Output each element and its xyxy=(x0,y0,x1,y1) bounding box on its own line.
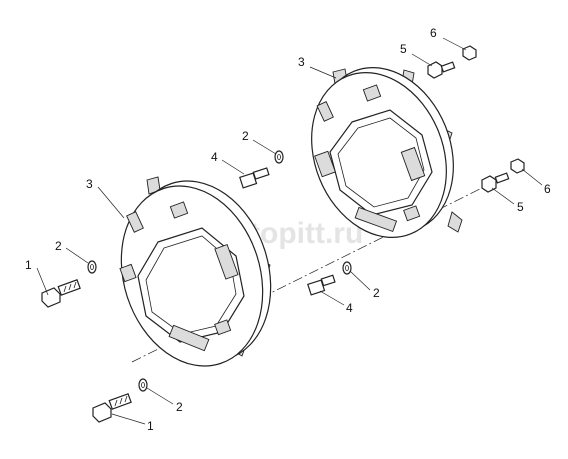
callout-1-bottom: 1 xyxy=(147,419,154,433)
lock-nut-upper xyxy=(462,45,477,61)
cap-screw-lower xyxy=(92,393,132,423)
callout-1-upper: 1 xyxy=(25,258,32,272)
callout-4-lower: 4 xyxy=(346,301,353,315)
callout-3-left: 3 xyxy=(86,177,93,191)
hex-bolt-right xyxy=(481,172,510,193)
flat-washer-upper xyxy=(274,150,284,164)
cap-screw-upper xyxy=(41,279,81,308)
rear-wheel-weight xyxy=(311,67,463,238)
callout-5-right: 5 xyxy=(517,200,524,214)
callout-6-upper: 6 xyxy=(430,26,437,40)
flat-washer-lower xyxy=(342,261,352,275)
callout-4-upper: 4 xyxy=(211,150,218,164)
callout-3-upper: 3 xyxy=(298,55,305,69)
front-wheel-weight xyxy=(119,176,272,367)
callout-2-bottom: 2 xyxy=(176,400,183,414)
callout-2-left: 2 xyxy=(55,239,62,253)
callout-5-upper: 5 xyxy=(400,42,407,56)
callout-2-lower: 2 xyxy=(373,286,380,300)
stud-upper xyxy=(239,167,270,189)
callout-2-upper: 2 xyxy=(242,129,249,143)
flat-washer-left xyxy=(87,260,97,274)
lock-nut-right xyxy=(510,158,525,174)
hex-bolt-upper xyxy=(427,61,456,79)
callout-6-right: 6 xyxy=(544,182,551,196)
flat-washer-bottom xyxy=(138,378,148,392)
